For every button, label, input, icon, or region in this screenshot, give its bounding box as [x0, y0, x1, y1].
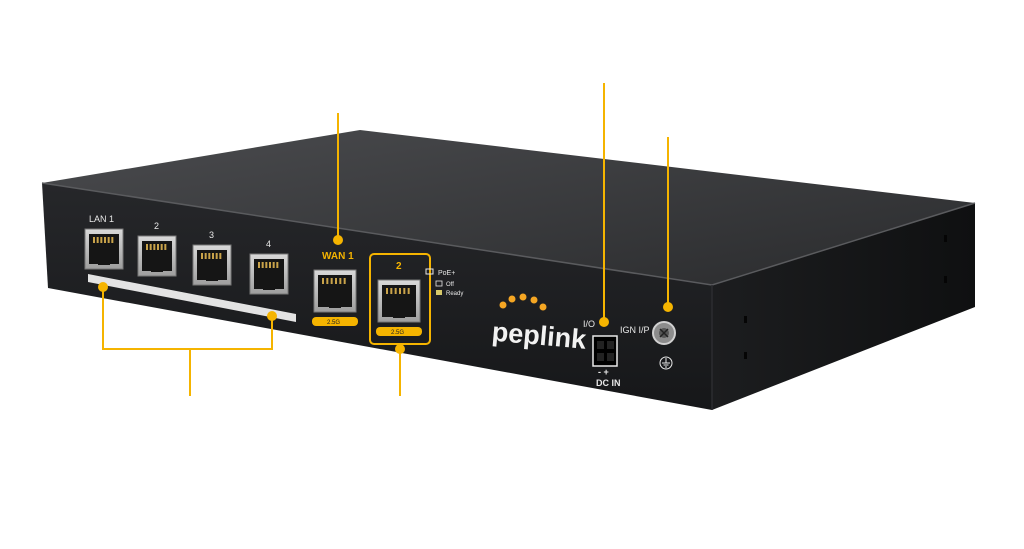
- poe-ready-label: Ready: [446, 291, 463, 297]
- wan-speed-label-2: 2.5G: [391, 330, 404, 336]
- power-connector-area: I/O IGN I/P - + DC IN: [583, 319, 650, 388]
- poe-ready-swatch: [436, 290, 442, 295]
- ground-icon: [659, 356, 673, 370]
- lan-port-label-4: 4: [266, 239, 271, 249]
- callout-lan: [102, 287, 273, 350]
- wan-port-label-1: WAN 1: [322, 251, 354, 262]
- wan-speed-badge-1: [312, 317, 358, 326]
- wan-port-2: [377, 279, 421, 323]
- callout-dots: [98, 235, 673, 354]
- wan-port-label-2: 2: [396, 261, 402, 272]
- lan-port-3: [192, 244, 232, 286]
- lan-port-label-1: LAN 1: [89, 214, 114, 224]
- poe-legend-title: PoE+: [438, 270, 455, 277]
- callouts: [102, 83, 669, 396]
- side-screws: [744, 235, 947, 359]
- wan-speed-badge-2: [376, 327, 422, 336]
- lan-port-1: [84, 228, 124, 270]
- wan-port-1: [313, 269, 357, 313]
- polarity-label: - +: [598, 367, 609, 377]
- lan-port-label-3: 3: [209, 230, 214, 240]
- poe-icon: [425, 268, 434, 275]
- lan-port-2: [137, 235, 177, 277]
- chassis-side: [712, 203, 975, 410]
- ign-label: IGN I/P: [620, 325, 650, 335]
- poe-legend: PoE+ Off Ready: [425, 268, 463, 297]
- chassis-top: [42, 130, 975, 285]
- lan-label-bar: [88, 274, 296, 322]
- io-label: I/O: [583, 319, 595, 329]
- lan-port-label-2: 2: [154, 221, 159, 231]
- dc-in-label: DC IN: [596, 378, 621, 388]
- wan-speed-label-1: 2.5G: [327, 320, 340, 326]
- poe-off-label: Off: [446, 282, 454, 288]
- lan-port-4: [249, 253, 289, 295]
- ground-screw: [652, 321, 676, 345]
- dc-in-connector: [592, 335, 618, 367]
- poe-off-swatch: [435, 280, 443, 287]
- chassis-front: [42, 183, 712, 410]
